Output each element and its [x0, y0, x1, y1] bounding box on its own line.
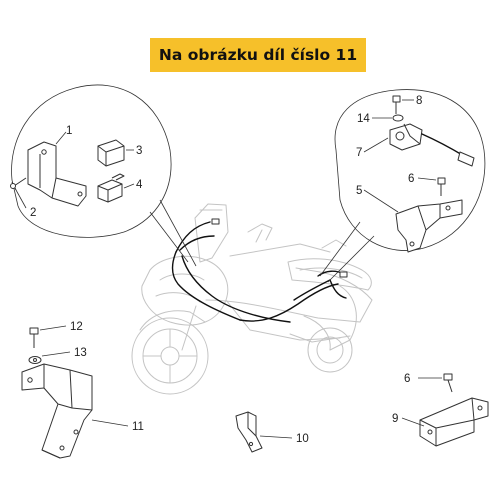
part-5-bracket — [395, 199, 463, 253]
banner-title: Na obrázku díl číslo 11 — [158, 46, 358, 64]
scooter-outline — [131, 203, 373, 395]
callout-4: 4 — [136, 179, 143, 191]
callout-2: 2 — [30, 207, 36, 219]
part-2-screw — [10, 177, 27, 191]
part-1-bracket — [27, 141, 87, 207]
part-12-screw — [29, 327, 39, 348]
callout-9: 9 — [392, 413, 398, 425]
part-3-relay — [97, 139, 125, 167]
harness-connector — [339, 271, 348, 278]
part-6-screw-lower — [443, 373, 453, 393]
callout-10: 10 — [296, 433, 309, 445]
callout-6-lower: 6 — [404, 373, 410, 385]
callout-8: 8 — [416, 95, 422, 107]
part-8-screw — [392, 95, 401, 114]
callout-14: 14 — [357, 113, 370, 125]
callout-labels: 1 2 3 4 5 6 7 8 14 12 13 11 10 6 9 — [30, 95, 422, 445]
callout-12: 12 — [70, 321, 83, 333]
wiring-harness — [171, 218, 348, 323]
part-9-bracket — [419, 397, 489, 447]
harness-connector — [211, 218, 220, 225]
detail-circle-left — [11, 84, 197, 267]
callout-6-upper: 6 — [408, 173, 414, 185]
part-13-washer — [28, 356, 42, 364]
part-11-bracket — [21, 363, 93, 459]
part-7-sensor — [389, 123, 475, 167]
part-10-bracket — [235, 411, 263, 453]
callout-11: 11 — [132, 421, 144, 433]
part-6-screw-upper — [437, 177, 446, 196]
part-4-relay-socket — [97, 173, 125, 203]
part-number-banner: Na obrázku díl číslo 11 — [150, 38, 366, 72]
callout-1: 1 — [66, 125, 72, 137]
callout-5: 5 — [356, 185, 362, 197]
callout-7: 7 — [356, 147, 362, 159]
callout-3: 3 — [136, 145, 142, 157]
part-14-washer — [392, 114, 404, 122]
detail-circle-right — [319, 89, 486, 283]
callout-13: 13 — [74, 347, 87, 359]
